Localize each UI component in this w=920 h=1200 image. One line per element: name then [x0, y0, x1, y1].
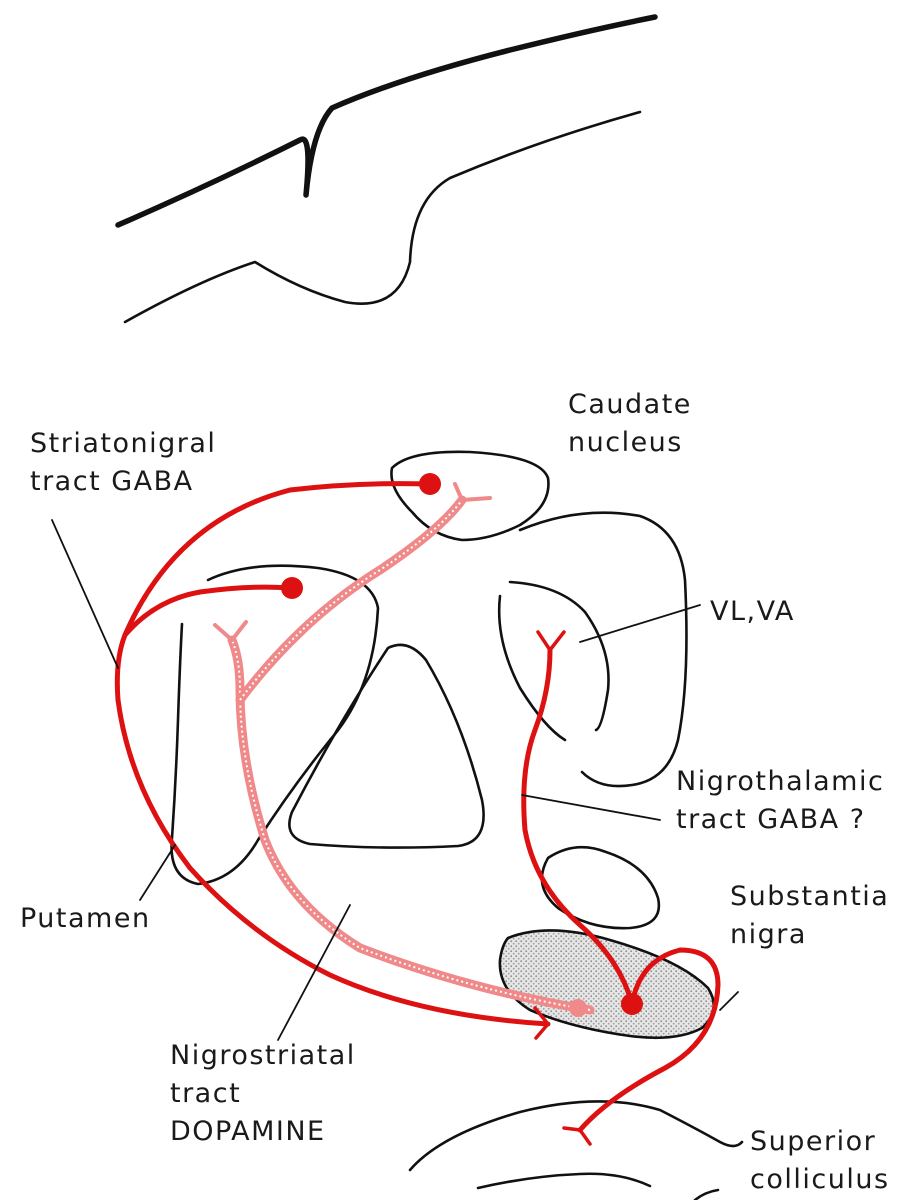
striatonigral-tract — [117, 484, 548, 1038]
striatonigral-label: Striatonigral tract GABA — [30, 428, 226, 497]
globus-pallidus-outline — [289, 645, 483, 848]
caudate-soma — [419, 473, 441, 495]
nigra-soma — [621, 993, 643, 1015]
caudate-label: Caudate nucleus — [568, 389, 702, 458]
nigrothalamic-tract — [524, 632, 718, 1144]
putamen-outline — [172, 566, 378, 884]
vl-va-label: VL,VA — [710, 596, 795, 627]
cortex-outline — [118, 17, 655, 322]
superior-colliculus-outline — [410, 1101, 742, 1200]
subthalamic-outline — [542, 847, 659, 928]
nigrostriatal-label: Nigrostriatal tract DOPAMINE — [170, 1040, 366, 1147]
dopamine-soma — [569, 999, 587, 1017]
putamen-label: Putamen — [20, 903, 151, 934]
nigrothalamic-label: Nigrothalamic tract GABA ? — [676, 766, 894, 835]
putamen-soma — [281, 577, 303, 599]
thalamus-inner-outline — [510, 582, 609, 730]
thalamus-lower-outline — [499, 596, 565, 740]
substantia-nigra-label: Substantia nigra — [730, 881, 899, 950]
superior-colliculus-label: Superior colliculus — [750, 1126, 890, 1195]
